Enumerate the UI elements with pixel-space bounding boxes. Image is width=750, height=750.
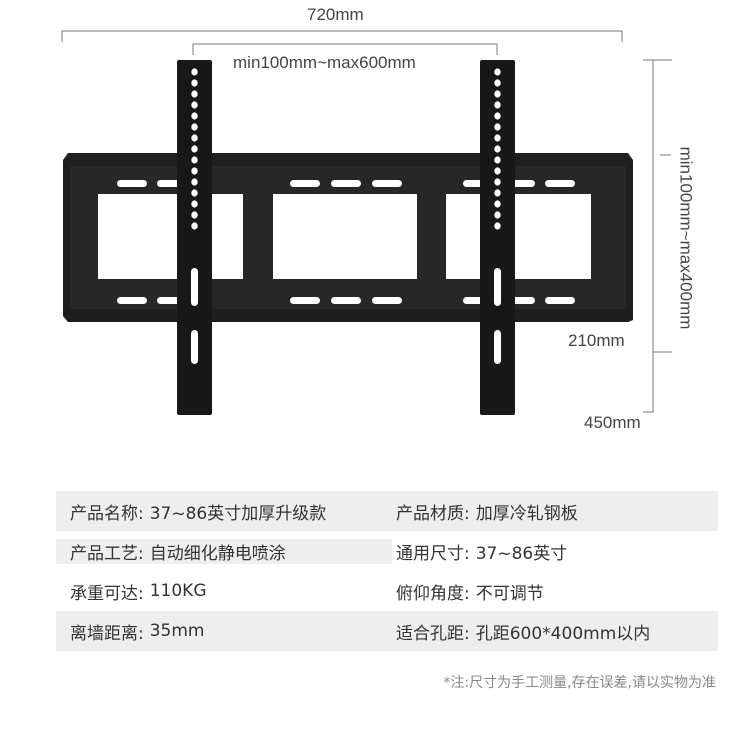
rail-hole — [191, 222, 198, 230]
rail-hole — [191, 68, 198, 76]
slot-hole — [290, 297, 320, 304]
spec-cell: 产品工艺: 自动细化静电喷涂 — [56, 538, 392, 564]
spec-value: 35mm — [149, 621, 205, 641]
spec-row: 产品工艺: 自动细化静电喷涂 通用尺寸: 37~86英寸 — [56, 531, 718, 571]
slot-hole — [290, 180, 320, 187]
rail-hole — [191, 90, 198, 98]
rail-hole — [494, 189, 501, 197]
slot-hole — [117, 297, 147, 304]
rail-hole — [494, 90, 501, 98]
dimension-lines — [61, 30, 672, 413]
spec-row: 承重可达: 110KG 俯仰角度: 不可调节 — [56, 571, 718, 611]
frame-height-label: 210mm — [568, 331, 625, 350]
spec-key: 离墙距离: — [70, 623, 144, 644]
rail-hole — [191, 145, 198, 153]
total-width-label: 720mm — [307, 5, 364, 24]
slot-hole — [331, 297, 361, 304]
rail-slot — [191, 330, 198, 364]
rail-hole — [494, 156, 501, 164]
rail-spacing-label: min100mm~max600mm — [233, 53, 416, 72]
spec-cell: 产品名称: 37~86英寸加厚升级款 — [56, 499, 392, 524]
spec-cell: 俯仰角度: 不可调节 — [392, 579, 718, 604]
rail-hole — [494, 134, 501, 142]
rail-hole — [191, 79, 198, 87]
slot-hole — [372, 180, 402, 187]
slot-hole — [372, 297, 402, 304]
rail-height-label: 450mm — [584, 413, 641, 432]
spec-value: 孔距600*400mm以内 — [475, 623, 651, 644]
spec-key: 承重可达: — [70, 583, 144, 604]
right-rail — [480, 60, 515, 415]
rail-hole — [494, 112, 501, 120]
rail-slot — [191, 268, 198, 306]
slot-hole — [545, 180, 575, 187]
rail-hole — [191, 112, 198, 120]
slot-hole — [331, 180, 361, 187]
rail-hole — [494, 68, 501, 76]
rail-hole — [494, 101, 501, 109]
spec-cell: 适合孔距: 孔距600*400mm以内 — [392, 619, 718, 644]
slot-hole — [545, 297, 575, 304]
rail-hole — [191, 200, 198, 208]
rail-hole — [191, 134, 198, 142]
tv-mount-diagram — [61, 30, 672, 415]
spec-value: 37~86英寸加厚升级款 — [149, 503, 327, 524]
rail-hole — [494, 222, 501, 230]
wall-plate — [63, 153, 633, 322]
spec-cell: 通用尺寸: 37~86英寸 — [392, 539, 718, 564]
rail-hole — [494, 178, 501, 186]
rail-hole — [191, 167, 198, 175]
disclaimer-note: *注:尺寸为手工测量,存在误差,请以实物为准 — [443, 675, 716, 691]
rail-holes — [191, 68, 501, 364]
rail-hole — [494, 167, 501, 175]
rail-hole — [191, 211, 198, 219]
spec-value: 110KG — [149, 581, 207, 601]
spec-value: 不可调节 — [475, 583, 544, 604]
rail-hole — [494, 123, 501, 131]
spec-key: 适合孔距: — [396, 623, 470, 644]
rail-hole — [494, 79, 501, 87]
left-rail — [177, 60, 212, 415]
rail-slot — [494, 268, 501, 306]
spec-value: 加厚冷轧钢板 — [475, 503, 578, 524]
rail-hole — [494, 200, 501, 208]
spec-key: 产品名称: — [70, 503, 144, 524]
rail-hole — [494, 211, 501, 219]
rail-hole — [191, 156, 198, 164]
rail-slot — [494, 330, 501, 364]
spec-cell: 承重可达: 110KG — [56, 579, 392, 604]
spec-row: 产品名称: 37~86英寸加厚升级款 产品材质: 加厚冷轧钢板 — [56, 491, 718, 531]
spec-key: 俯仰角度: — [396, 583, 470, 604]
spec-key: 产品工艺: — [70, 543, 144, 564]
rail-hole — [191, 189, 198, 197]
rail-hole — [191, 101, 198, 109]
spec-key: 通用尺寸: — [396, 543, 470, 564]
spec-cell: 产品材质: 加厚冷轧钢板 — [392, 499, 718, 524]
rail-hole — [191, 123, 198, 131]
spec-table: 产品名称: 37~86英寸加厚升级款 产品材质: 加厚冷轧钢板 产品工艺: 自动… — [56, 491, 718, 651]
spec-value: 37~86英寸 — [475, 543, 568, 564]
spec-key: 产品材质: — [396, 503, 470, 524]
slot-hole — [117, 180, 147, 187]
vertical-spacing-label: min100mm~max400mm — [676, 146, 696, 330]
rail-hole — [494, 145, 501, 153]
spec-row: 离墙距离: 35mm 适合孔距: 孔距600*400mm以内 — [56, 611, 718, 651]
rail-hole — [191, 178, 198, 186]
spec-cell: 离墙距离: 35mm — [56, 619, 392, 644]
spec-value: 自动细化静电喷涂 — [149, 543, 286, 564]
